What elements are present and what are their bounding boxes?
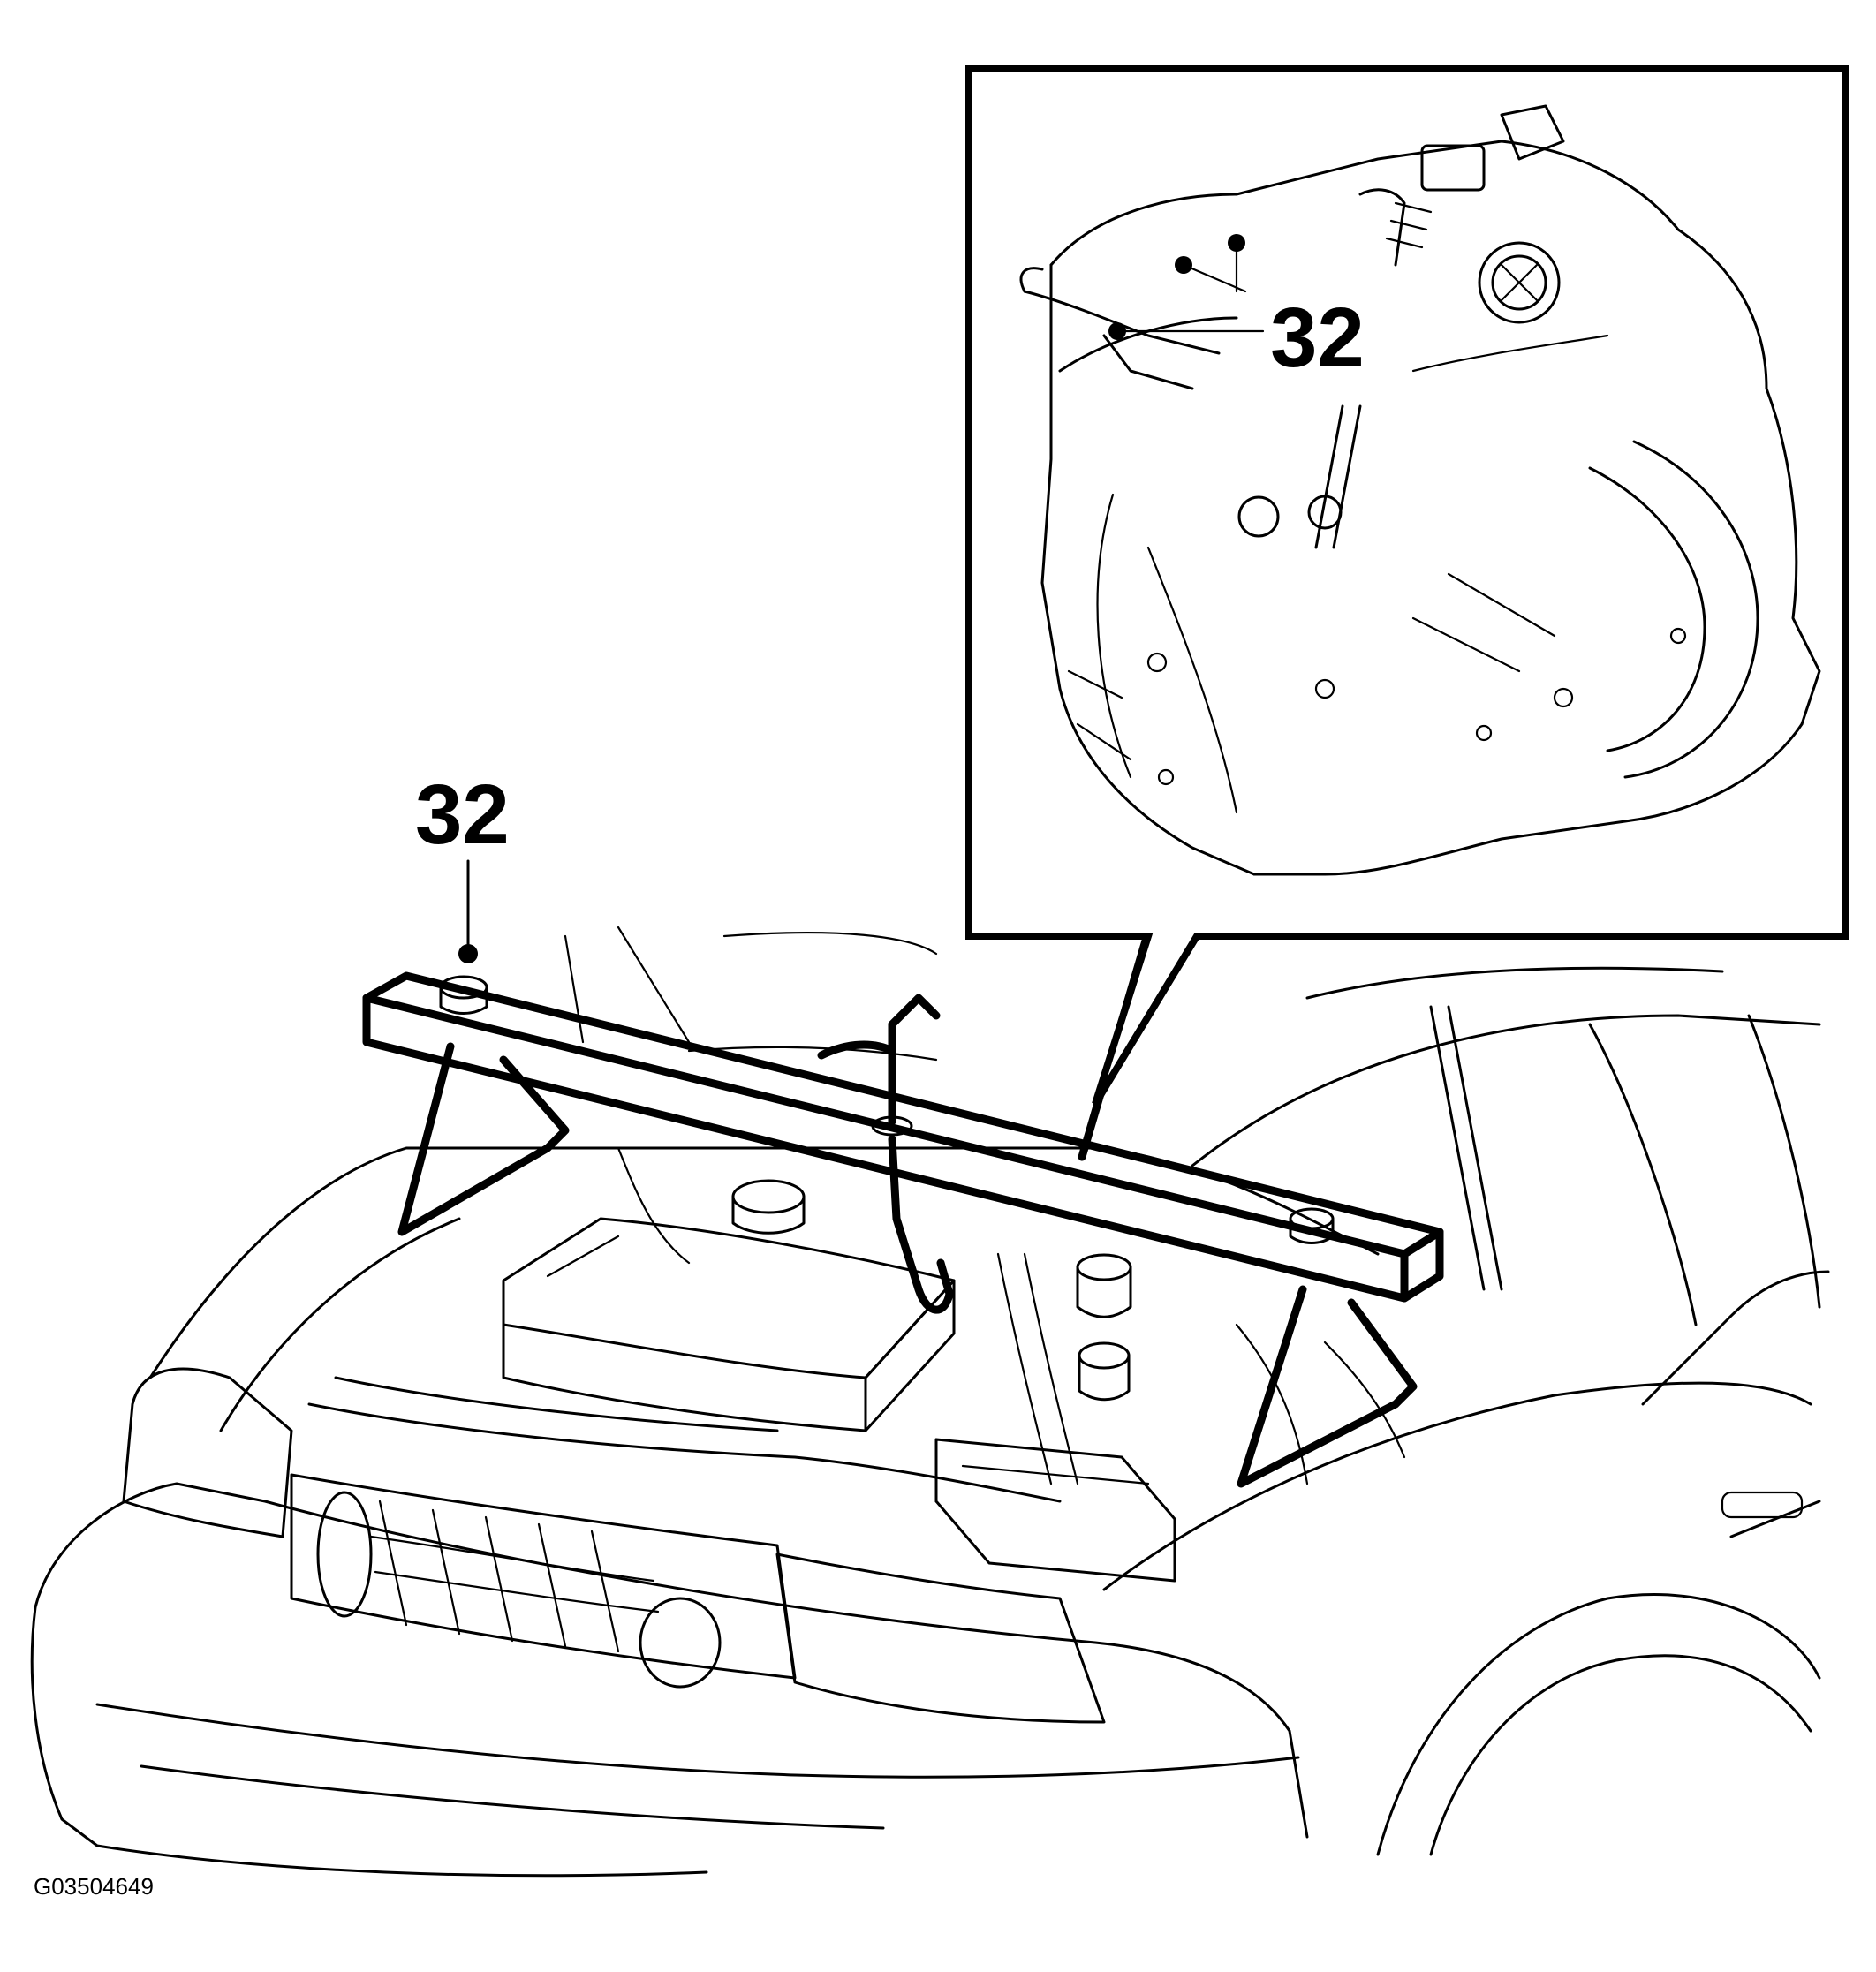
callout-label-inset: 32 bbox=[1270, 291, 1365, 385]
callout-label-main: 32 bbox=[415, 767, 510, 862]
car-front-illustration bbox=[30, 966, 1830, 1878]
engine-support-fixture bbox=[362, 927, 1444, 1488]
callout-point-main bbox=[458, 944, 478, 963]
engine-bay-illustration bbox=[307, 926, 1406, 1583]
grille-slats bbox=[369, 1500, 660, 1653]
figure-reference-code: G03504649 bbox=[34, 1873, 154, 1900]
callout-inset: 32 bbox=[1270, 291, 1365, 385]
callout-main: 32 bbox=[415, 767, 510, 963]
transmission-illustration bbox=[1019, 104, 1821, 876]
